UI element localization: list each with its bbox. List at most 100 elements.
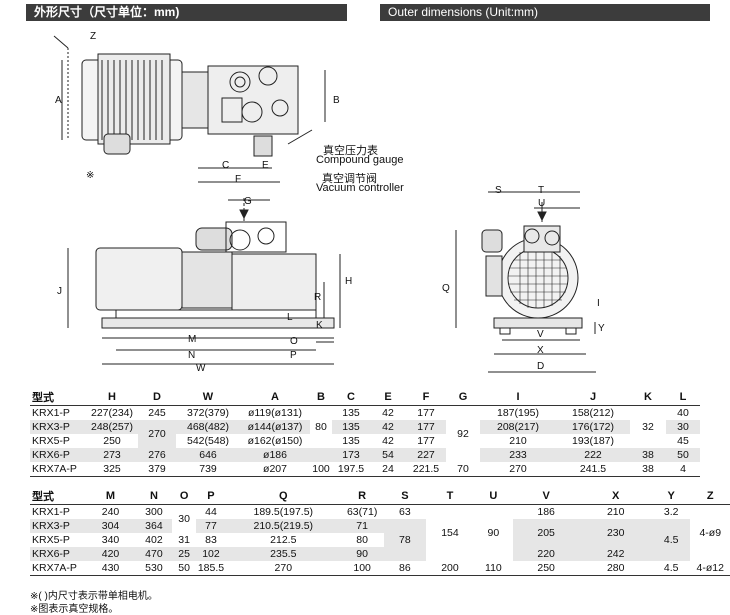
- table-row: KRX5-P 250 542(548) ø162(ø150) 135 42 17…: [30, 434, 700, 448]
- table-cell: 135: [342, 407, 360, 419]
- table-header-cell: N: [135, 488, 173, 505]
- table-cell: 430: [85, 561, 136, 576]
- table-cell-merged: 92: [457, 428, 469, 440]
- table-cell: ø162(ø150): [247, 435, 303, 447]
- table-cell: 177: [406, 420, 446, 434]
- note-mark: ※: [86, 170, 95, 181]
- dim-d: D: [537, 361, 545, 372]
- dim-u: U: [538, 198, 546, 209]
- table-cell-merged: 30: [178, 513, 190, 525]
- dim-y: Y: [598, 323, 605, 334]
- table-cell: 325: [86, 462, 138, 477]
- table-cell: 372(379): [186, 407, 230, 419]
- table-cell: 31: [178, 534, 190, 546]
- table-header-cell: M: [85, 488, 136, 505]
- table-header-row: 型式 M N O P Q R S T U V X Y Z: [30, 488, 730, 505]
- dim-b: B: [333, 95, 340, 106]
- table-header-cell: J: [556, 389, 630, 406]
- table-cell: 4-ø12: [690, 561, 730, 576]
- table-cell: KRX5-P: [32, 435, 70, 447]
- table-cell: KRX7A-P: [30, 561, 86, 576]
- table-header-cell: Z: [690, 488, 730, 505]
- table-cell: 38: [630, 462, 666, 477]
- table-cell: ø144(ø137): [240, 420, 310, 434]
- top-view-drawing: [53, 35, 326, 183]
- footnote-2: ※图表示真空规格。: [30, 604, 119, 615]
- table-cell: 221.5: [406, 462, 446, 477]
- table-cell: 102: [195, 547, 227, 561]
- table-cell-merged: 4.5: [651, 519, 691, 561]
- table-cell: 50: [172, 561, 196, 576]
- table-cell: 245: [148, 407, 166, 419]
- table-cell: 205: [512, 519, 580, 547]
- table-cell: 240: [101, 506, 120, 518]
- compound-gauge-cn: 真空压力表: [323, 145, 378, 157]
- dim-w: W: [196, 363, 206, 374]
- table-header-cell: H: [86, 389, 138, 406]
- table-row: KRX7A-P 430 530 50 185.5 270 100 86 200 …: [30, 561, 730, 576]
- table-header-cell: P: [195, 488, 227, 505]
- table-header-cell: K: [630, 389, 666, 406]
- table-header-cell: F: [406, 389, 446, 406]
- table-cell: ø186: [240, 448, 310, 462]
- table-cell: 230: [579, 519, 652, 547]
- table-cell: 187(195): [496, 407, 540, 419]
- table-header-row: 型式 H D W A B C E F G I J K L: [30, 389, 700, 406]
- dim-c: C: [222, 160, 230, 171]
- dimension-table-2: 型式 M N O P Q R S T U V X Y Z KRX1-P 240 …: [30, 488, 730, 576]
- dim-t: T: [538, 185, 545, 196]
- table-cell: 250: [103, 435, 121, 447]
- table-cell: 248(257): [86, 420, 138, 434]
- table-cell: [310, 448, 332, 462]
- table-header-cell: A: [240, 389, 310, 406]
- table-cell: 90: [340, 547, 384, 561]
- table-cell: 30: [666, 420, 700, 434]
- dim-f: F: [235, 174, 242, 185]
- table-row: KRX5-P 340 402 31 83 212.5 80: [30, 533, 730, 547]
- dim-x: X: [537, 345, 544, 356]
- table-header-cell: Q: [226, 488, 341, 505]
- table-cell: 270: [226, 561, 341, 576]
- table-cell: 83: [205, 534, 217, 546]
- table-header-cell: O: [172, 488, 196, 505]
- table-cell: 25: [172, 547, 196, 561]
- table-cell: 177: [417, 407, 435, 419]
- table-cell: 63(71): [346, 506, 378, 518]
- table-header-cell: C: [332, 389, 370, 406]
- table-row: KRX1-P 227(234) 245 372(379) ø119(ø131) …: [30, 406, 700, 440]
- table-cell-merged: 90: [487, 527, 500, 539]
- table-cell-merged: 78: [383, 519, 426, 561]
- table-cell: 135: [342, 435, 360, 447]
- dim-r: R: [314, 292, 322, 303]
- table-cell: 210.5(219.5): [226, 519, 341, 533]
- table-cell: 233: [480, 448, 556, 462]
- table-cell-merged: 154: [441, 527, 459, 539]
- table-cell: 4.5: [651, 561, 691, 576]
- table-cell-merged: 270: [138, 420, 176, 448]
- table-cell: 364: [135, 519, 173, 533]
- dim-j: J: [57, 286, 62, 297]
- table-cell: 40: [677, 407, 689, 419]
- table-cell: KRX3-P: [30, 420, 86, 434]
- table-cell: 340: [101, 534, 120, 546]
- table-cell: 468(482): [176, 420, 240, 434]
- table-cell: 402: [145, 534, 163, 546]
- table-cell: 200: [425, 561, 475, 576]
- table-cell: 158(212): [571, 407, 615, 419]
- side-view-drawing: [67, 198, 341, 365]
- table-cell: 420: [85, 547, 136, 561]
- dim-p: P: [290, 350, 297, 361]
- table-cell: 270: [480, 462, 556, 477]
- table-cell: 379: [138, 462, 176, 477]
- dim-q: Q: [442, 283, 450, 294]
- compound-gauge-en: Compound gauge: [316, 154, 404, 166]
- table-row: KRX3-P 304 364 77 210.5(219.5) 71 78 205…: [30, 519, 730, 561]
- dim-i: I: [597, 298, 600, 309]
- table-cell: 110: [474, 561, 513, 576]
- table-cell-merged: 80: [315, 421, 327, 433]
- dim-n: N: [188, 350, 196, 361]
- table-cell: 189.5(197.5): [253, 506, 314, 518]
- dimension-table-1: 型式 H D W A B C E F G I J K L KRX1-P 227(…: [30, 389, 700, 477]
- dim-g: G: [244, 196, 252, 207]
- table-header-cell: B: [310, 389, 332, 406]
